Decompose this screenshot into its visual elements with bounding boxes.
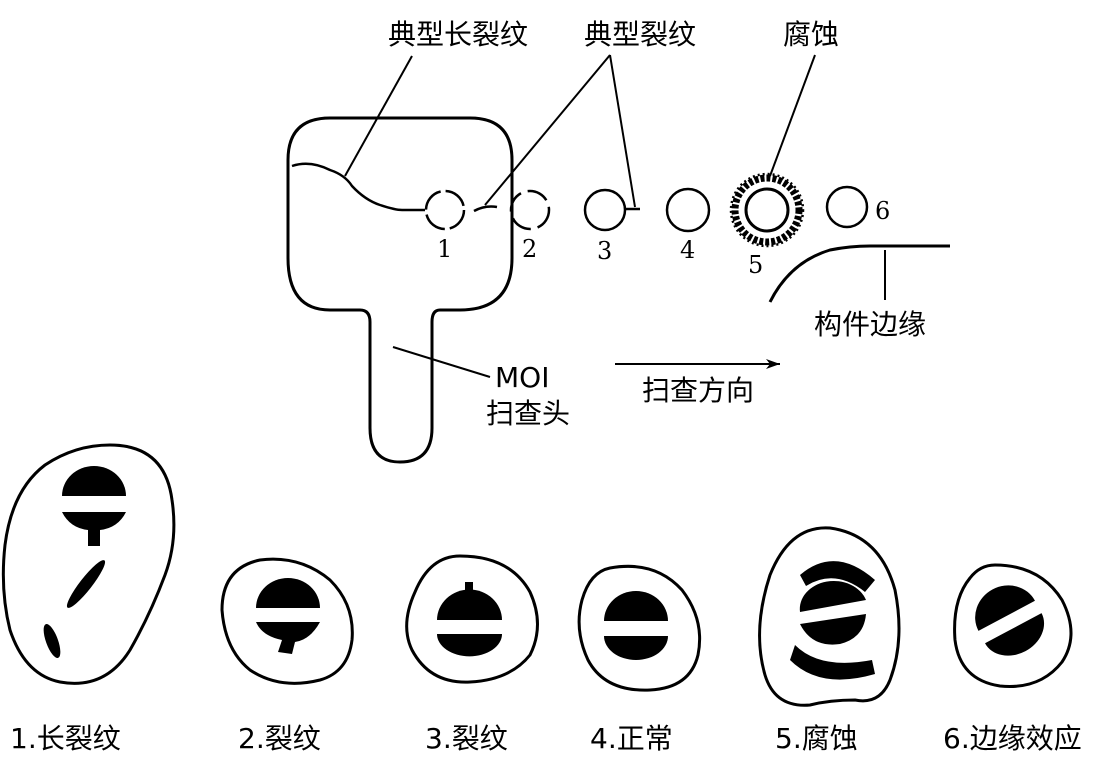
mark-bottom-3 [437, 634, 502, 657]
hole-6 [825, 185, 869, 229]
hole-5-corrosion-ring [731, 174, 803, 246]
hole-1 [424, 189, 466, 231]
blob-outline-2 [220, 557, 354, 685]
moi-image-corrosion [758, 526, 901, 707]
crack-mark-top [62, 466, 126, 496]
blob-outline-3 [405, 554, 539, 684]
mark-top-6 [975, 585, 1035, 631]
hole-2 [509, 189, 551, 231]
label-corrosion: 腐蚀 [783, 18, 839, 51]
hole-4 [665, 187, 711, 233]
caption-crack-3: 3.裂纹 [425, 722, 508, 755]
caption-long-crack: 1.长裂纹 [10, 722, 121, 755]
component-edge-line [768, 244, 950, 303]
hole-number-4: 4 [680, 236, 695, 264]
label-probe: 扫查头 [486, 397, 570, 430]
mark-notch-3 [465, 582, 473, 592]
corrosion-arc-bottom [790, 645, 875, 680]
mark-top-4 [604, 591, 668, 621]
label-moi: MOI [495, 361, 549, 394]
hole-number-6: 6 [875, 197, 890, 225]
leader-long-crack [344, 55, 413, 177]
crack-segment-hole2 [473, 205, 498, 213]
moi-probe-outline [286, 116, 514, 464]
mark-top-3 [437, 589, 502, 620]
moi-image-long-crack [1, 443, 176, 685]
leader-typical-crack-b [609, 54, 636, 208]
caption-normal: 4.正常 [590, 722, 673, 755]
mark-top-2 [256, 578, 320, 608]
long-crack-line [291, 162, 425, 212]
blob-outline-1 [1, 443, 176, 685]
hole-3 [583, 188, 627, 232]
mark-bottom-4 [604, 636, 668, 660]
scan-direction-arrowhead [766, 359, 780, 369]
hole-5-corrosion-ring-outer [729, 172, 805, 248]
hole-number-2: 2 [522, 235, 537, 263]
hole-number-5: 5 [748, 251, 763, 279]
caption-edge-effect: 6.边缘效应 [943, 722, 1082, 755]
hole-number-3: 3 [597, 237, 612, 265]
blob-outline-5 [758, 526, 901, 707]
mark-bottom-6 [985, 613, 1045, 656]
label-long-crack: 典型长裂纹 [388, 18, 528, 51]
mark-bottom-5 [800, 614, 866, 645]
label-scan-direction: 扫查方向 [642, 374, 754, 407]
corrosion-arc-top [800, 561, 875, 592]
mark-top-5 [799, 581, 866, 612]
crack-streak-2 [43, 623, 61, 659]
label-component-edge: 构件边缘 [814, 308, 926, 341]
leader-typical-crack-a [484, 54, 611, 206]
leader-corrosion [769, 54, 816, 177]
moi-image-crack-3 [405, 554, 539, 684]
hole-5 [744, 187, 790, 233]
mark-bottom-2 [256, 622, 320, 654]
crack-mark-bottom [62, 512, 126, 546]
moi-image-edge-effect [953, 563, 1073, 688]
caption-crack-2: 2.裂纹 [238, 722, 321, 755]
leader-moi-probe [392, 346, 491, 378]
blob-outline-6 [953, 563, 1073, 688]
moi-image-crack-2 [220, 557, 354, 685]
crack-streak-1 [66, 560, 106, 608]
moi-image-normal [577, 564, 702, 692]
caption-corrosion: 5.腐蚀 [775, 722, 858, 755]
blob-outline-4 [577, 564, 702, 692]
hole-number-1: 1 [437, 235, 452, 263]
label-typical-crack: 典型裂纹 [584, 18, 696, 51]
